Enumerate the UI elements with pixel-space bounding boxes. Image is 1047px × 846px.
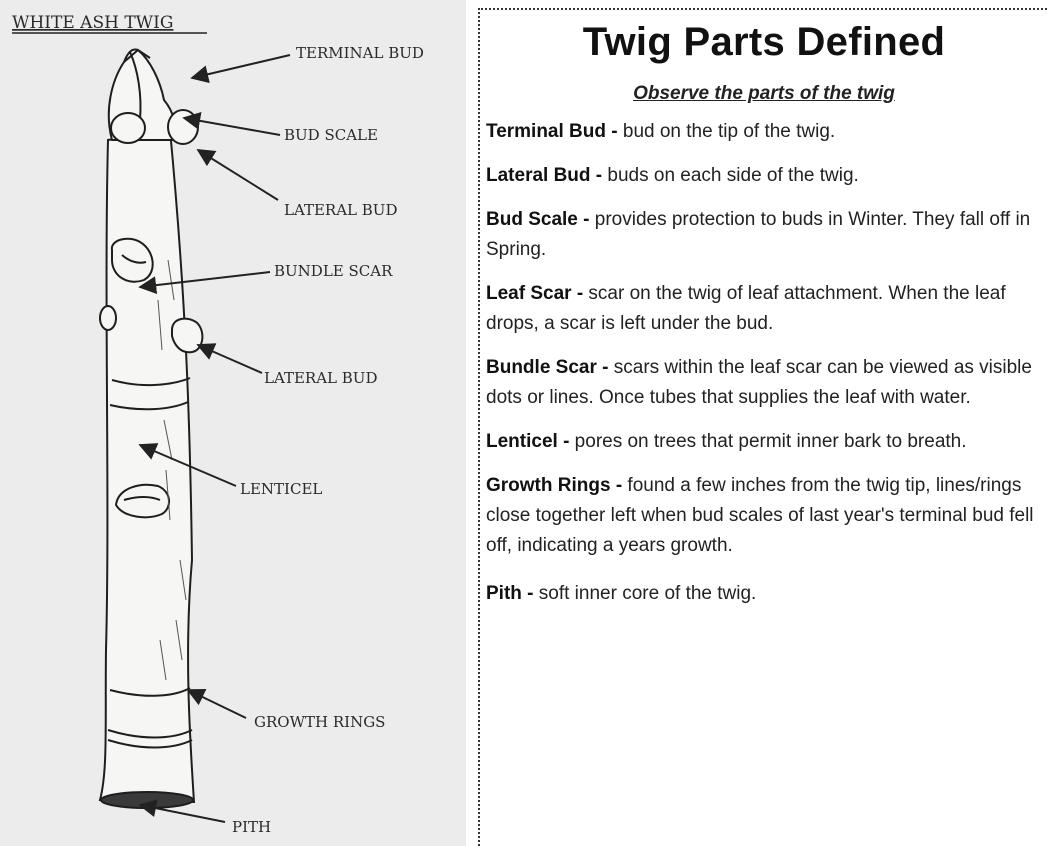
definition-term: Growth Rings - bbox=[486, 475, 622, 496]
definition-text: soft inner core of the twig. bbox=[534, 583, 757, 604]
definition-item: Lenticel - pores on trees that permit in… bbox=[486, 427, 1042, 457]
definition-list: Terminal Bud - bud on the tip of the twi… bbox=[486, 117, 1042, 609]
definition-text: bud on the tip of the twig. bbox=[618, 121, 836, 142]
diagram-panel: WHITE ASH TWIG bbox=[0, 0, 466, 846]
label-lateral-bud-upper: LATERAL BUD bbox=[284, 201, 397, 219]
definition-term: Terminal Bud - bbox=[486, 121, 618, 142]
label-pith: PITH bbox=[232, 818, 271, 836]
definition-item: Terminal Bud - bud on the tip of the twi… bbox=[486, 117, 1042, 147]
dotted-top-border bbox=[478, 8, 1047, 10]
definition-item: Bundle Scar - scars within the leaf scar… bbox=[486, 353, 1042, 413]
definition-term: Lenticel - bbox=[486, 431, 569, 452]
label-lateral-bud-lower: LATERAL BUD bbox=[264, 369, 377, 387]
definition-item: Bud Scale - provides protection to buds … bbox=[486, 205, 1042, 265]
definition-term: Bud Scale - bbox=[486, 209, 589, 230]
definition-item: Leaf Scar - scar on the twig of leaf att… bbox=[486, 279, 1042, 339]
definition-item: Lateral Bud - buds on each side of the t… bbox=[486, 161, 1042, 191]
definition-term: Pith - bbox=[486, 583, 534, 604]
label-bud-scale: BUD SCALE bbox=[284, 126, 378, 144]
definition-item: Growth Rings - found a few inches from t… bbox=[486, 471, 1042, 561]
definition-item: Pith - soft inner core of the twig. bbox=[486, 579, 1042, 609]
label-lenticel: LENTICEL bbox=[240, 480, 322, 498]
label-growth-rings: GROWTH RINGS bbox=[254, 713, 385, 731]
twig-diagram: WHITE ASH TWIG bbox=[0, 0, 466, 846]
definition-term: Bundle Scar - bbox=[486, 357, 608, 378]
definition-term: Leaf Scar - bbox=[486, 283, 583, 304]
diagram-title: WHITE ASH TWIG bbox=[12, 13, 173, 33]
label-terminal-bud: TERMINAL BUD bbox=[296, 44, 424, 62]
dotted-divider bbox=[478, 8, 480, 846]
panel-title: Twig Parts Defined bbox=[486, 20, 1042, 65]
panel-subtitle: Observe the parts of the twig bbox=[486, 83, 1042, 105]
label-bundle-scar: BUNDLE SCAR bbox=[274, 262, 393, 280]
definitions-panel: Twig Parts Defined Observe the parts of … bbox=[486, 20, 1042, 609]
twig-drawing bbox=[100, 50, 202, 809]
definition-text: pores on trees that permit inner bark to… bbox=[569, 431, 966, 452]
definition-text: buds on each side of the twig. bbox=[602, 165, 859, 186]
definition-term: Lateral Bud - bbox=[486, 165, 602, 186]
